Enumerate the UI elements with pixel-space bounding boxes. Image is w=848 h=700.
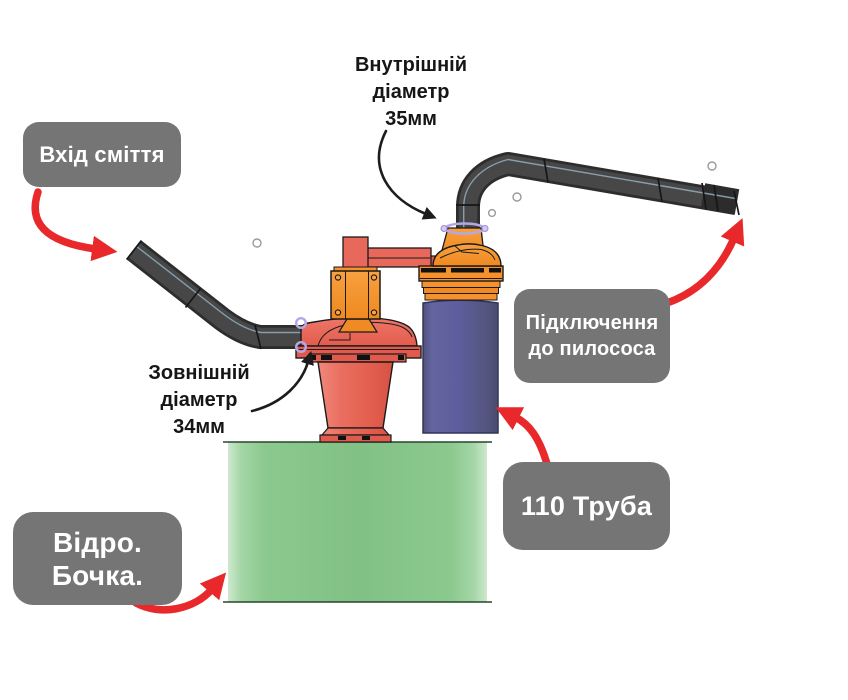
waste-inlet-pipe	[125, 239, 303, 350]
separator-lid	[432, 243, 502, 267]
bracket-bolt	[370, 309, 378, 316]
label-vacuum-line-2: до пилососа	[528, 338, 656, 360]
note-outer-line-2: діаметр	[160, 389, 238, 411]
label-waste-inlet-text: Вхід сміття	[39, 141, 165, 167]
pipe-joint-ring	[295, 317, 308, 330]
cyclone-separator-body	[295, 236, 442, 443]
joint-ring-tab	[481, 225, 489, 232]
bracket-bolt	[334, 274, 342, 281]
bracket-bolt	[370, 274, 378, 281]
note-inner-line-1: Внутрішній	[354, 54, 468, 76]
vacuum-outlet-pipe	[456, 152, 740, 233]
arrow-bucket	[132, 572, 227, 614]
vacuum-adapter	[418, 222, 504, 434]
label-bucket-line-2: Бочка.	[51, 559, 144, 591]
bubble-icon	[252, 238, 262, 248]
note-outer-diameter: Зовнішній діаметр 34мм	[118, 360, 280, 441]
arrow-outer-diameter	[250, 350, 314, 413]
label-waste-inlet: Вхід сміття	[23, 122, 181, 187]
note-inner-diameter: Внутрішній діаметр 35мм	[330, 52, 492, 133]
air-bubbles	[252, 161, 717, 248]
label-bucket-barrel: Відро. Бочка.	[13, 512, 182, 605]
arrow-inner-diameter	[377, 129, 437, 220]
note-inner-line-3: 35мм	[385, 108, 437, 130]
label-bucket-line-1: Відро.	[53, 526, 142, 558]
label-110-pipe: 110 Труба	[503, 462, 670, 550]
barrel-body	[228, 442, 487, 602]
arrow-vacuum-connection	[663, 218, 745, 307]
lid-thread-ring	[423, 287, 499, 294]
label-vacuum-connection: Підключення до пилососа	[514, 289, 670, 383]
bubble-icon	[512, 192, 522, 202]
lid-thread-ring	[421, 280, 501, 288]
arrow-waste-inlet	[31, 188, 118, 262]
bubble-icon	[487, 208, 497, 218]
label-vacuum-line-1: Підключення	[525, 312, 659, 334]
bubble-icon	[707, 161, 717, 171]
note-outer-line-3: 34мм	[173, 416, 225, 438]
riser-pipe-110	[422, 299, 499, 434]
note-inner-line-2: діаметр	[372, 81, 450, 103]
joint-ring-tab	[440, 225, 448, 232]
arrow-110-pipe	[495, 407, 551, 468]
collection-barrel	[223, 441, 492, 603]
cyclone-cone	[317, 361, 394, 429]
bracket-bolt	[334, 309, 342, 316]
cone-base-flare	[320, 427, 391, 436]
label-110-pipe-text: 110 Труба	[520, 490, 653, 521]
cone-base-plate	[319, 434, 392, 443]
annotation-arrows	[31, 129, 745, 614]
lid-thread-ring	[424, 293, 498, 301]
note-outer-line-1: Зовнішній	[148, 362, 250, 384]
